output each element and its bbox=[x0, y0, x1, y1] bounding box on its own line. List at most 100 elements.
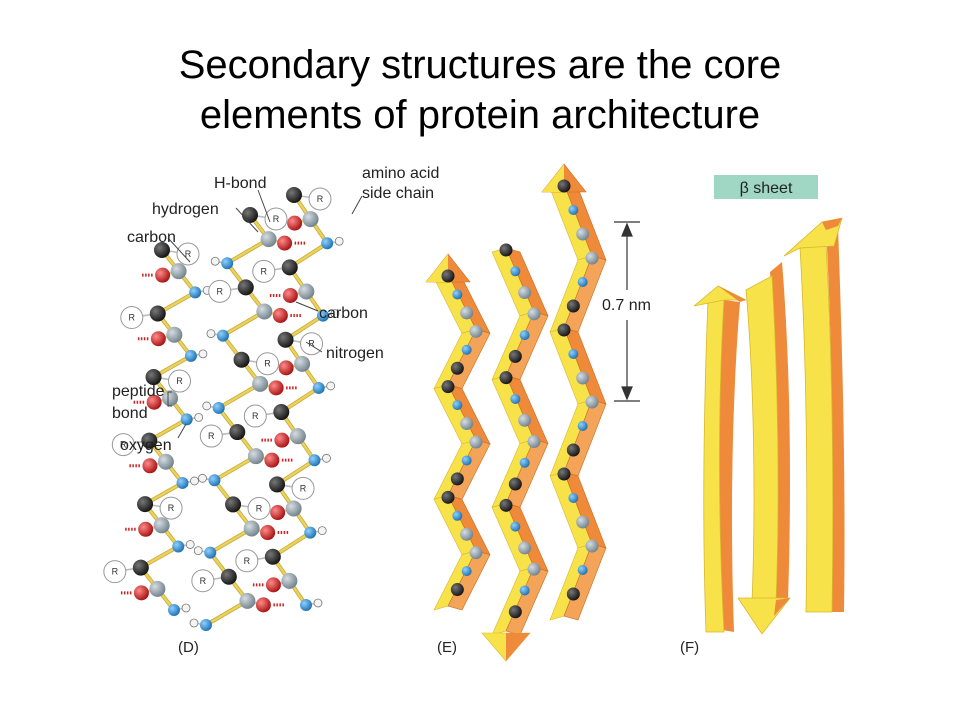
carbon-atom bbox=[585, 251, 599, 265]
side-chain-circle bbox=[168, 369, 192, 393]
strand-arrow-2 bbox=[737, 262, 791, 635]
side-chain-circle bbox=[235, 549, 259, 573]
carbon-atom bbox=[518, 286, 532, 300]
carbon-atom bbox=[298, 283, 315, 300]
oxygen-atom bbox=[138, 521, 154, 537]
nitrogen-atom bbox=[519, 457, 530, 468]
alpha-carbon-atom bbox=[149, 305, 166, 322]
oxygen-atom bbox=[260, 525, 276, 541]
panel-e-ribbon-backbone: 0.7 nm (E) bbox=[425, 163, 651, 662]
alpha-carbon-atom bbox=[237, 279, 254, 296]
alpha-carbon-atom bbox=[499, 371, 513, 385]
nitrogen-atom bbox=[510, 521, 521, 532]
hydrogen-atom bbox=[198, 349, 208, 359]
nitrogen-atom bbox=[510, 266, 521, 277]
nitrogen-atom bbox=[452, 400, 463, 411]
side-chain-label: R bbox=[317, 194, 324, 204]
oxygen-atom bbox=[274, 432, 290, 448]
alpha-carbon-atom bbox=[264, 548, 281, 565]
label-peptide: peptide bbox=[112, 383, 165, 400]
distance-marker bbox=[614, 221, 640, 402]
nitrogen-atom bbox=[461, 455, 472, 466]
nitrogen-atom bbox=[216, 329, 229, 342]
backbone-atoms bbox=[132, 187, 344, 631]
oxygen-atom bbox=[142, 458, 158, 474]
side-chain-label: R bbox=[256, 503, 263, 513]
carbon-atom bbox=[469, 435, 483, 449]
side-chain-label: R bbox=[200, 576, 207, 586]
alpha-carbon-atom bbox=[508, 605, 522, 619]
nitrogen-atom bbox=[316, 309, 329, 322]
nitrogen-atom bbox=[452, 289, 463, 300]
nitrogen-atom bbox=[172, 540, 185, 553]
label-carbon-left: carbon bbox=[127, 229, 176, 246]
label-hydrogen: hydrogen bbox=[152, 201, 219, 218]
carbon-atom bbox=[460, 527, 474, 541]
carbon-atom bbox=[460, 417, 474, 431]
nitrogen-atom bbox=[519, 330, 530, 341]
side-chain-circle bbox=[111, 433, 135, 457]
label-side-chain: side chain bbox=[362, 185, 434, 202]
carbon-atom bbox=[294, 355, 311, 372]
carbon-atom bbox=[153, 517, 170, 534]
side-chain-label: R bbox=[112, 567, 119, 577]
nitrogen-atom bbox=[461, 566, 472, 577]
alpha-carbon-atom bbox=[557, 179, 571, 193]
nitrogen-atom bbox=[461, 344, 472, 355]
alpha-carbon-atom bbox=[132, 559, 149, 576]
label-carbon-right: carbon bbox=[319, 305, 368, 322]
carbon-atom bbox=[162, 390, 179, 407]
nitrogen-atom bbox=[168, 604, 180, 616]
hydrogen-atom bbox=[313, 598, 323, 608]
strand-arrow-3 bbox=[783, 217, 845, 613]
oxygen-atom bbox=[272, 307, 288, 323]
side-chain-label: R bbox=[129, 313, 136, 323]
nitrogen-atom bbox=[577, 277, 588, 287]
nitrogen-atom bbox=[519, 585, 530, 596]
carbon-atom bbox=[157, 453, 174, 470]
alpha-carbon-atom bbox=[566, 587, 580, 601]
nitrogen-atom bbox=[304, 526, 317, 539]
side-chain-circle bbox=[159, 496, 183, 520]
side-chain-circle bbox=[120, 306, 144, 330]
hydrogen-atom bbox=[194, 413, 204, 422]
alpha-carbon-atom bbox=[229, 424, 246, 441]
hydrogen-atom bbox=[330, 309, 340, 318]
nitrogen-atom bbox=[184, 349, 197, 362]
side-chain-circle bbox=[243, 404, 267, 428]
nitrogen-atom bbox=[321, 237, 334, 250]
hydrogen-atom bbox=[190, 476, 199, 486]
carbon-atom bbox=[247, 448, 264, 465]
alpha-carbon-atom bbox=[508, 349, 522, 363]
ribbon-backbone-atoms bbox=[441, 179, 599, 619]
side-chain-label: R bbox=[308, 339, 315, 349]
alpha-carbon-atom bbox=[441, 490, 455, 504]
side-chain-label: R bbox=[300, 483, 307, 493]
side-chain-label: R bbox=[273, 214, 280, 224]
carbon-atom bbox=[527, 307, 541, 321]
oxygen-atom bbox=[255, 597, 271, 613]
oxygen-atom bbox=[265, 577, 281, 593]
alpha-carbon-atom bbox=[450, 472, 464, 486]
alpha-carbon-atom bbox=[499, 498, 513, 512]
alpha-carbon-atom bbox=[508, 477, 522, 491]
side-chain-circle bbox=[199, 424, 223, 448]
side-chain-label: R bbox=[208, 431, 215, 441]
side-chain-label: R bbox=[120, 440, 127, 450]
side-chain-circle bbox=[308, 187, 332, 211]
nitrogen-atom bbox=[308, 454, 321, 467]
alpha-carbon-atom bbox=[450, 583, 464, 597]
nitrogen-atom bbox=[204, 546, 217, 559]
hydrogen-atom bbox=[185, 540, 195, 549]
hydrogen-atom bbox=[193, 546, 203, 556]
panel-label-e: (E) bbox=[437, 639, 457, 656]
hydrogen-atom bbox=[317, 526, 327, 536]
nitrogen-atom bbox=[212, 401, 225, 414]
hydrogen-atom bbox=[189, 618, 199, 628]
beta-sheet-label: β sheet bbox=[740, 180, 793, 197]
carbon-atom bbox=[576, 227, 590, 241]
carbon-atom bbox=[260, 231, 277, 248]
alpha-carbon-atom bbox=[269, 476, 286, 493]
